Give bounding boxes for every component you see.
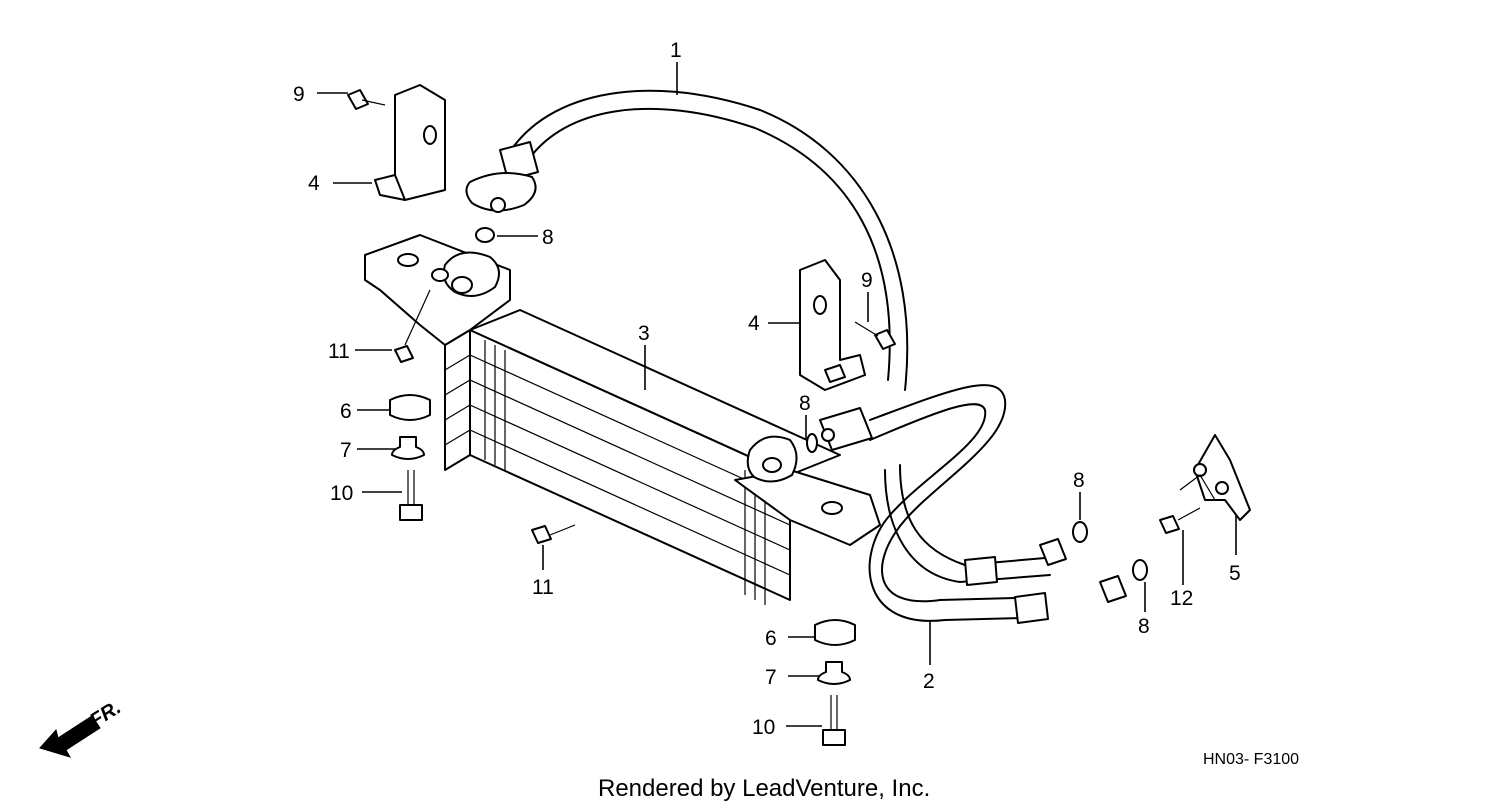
callout-12: 12 xyxy=(1170,587,1193,610)
grommet-6-left xyxy=(389,394,431,421)
diagram-code: HN03- F3100 xyxy=(1203,751,1299,768)
leader-lines xyxy=(317,62,1237,727)
callout-10-right: 10 xyxy=(752,716,775,739)
callout-11-lower: 11 xyxy=(532,576,554,599)
collar-7-left xyxy=(391,436,425,460)
callout-10-left: 10 xyxy=(330,482,353,505)
washer-8-mid xyxy=(806,433,818,453)
washer-8-right-a xyxy=(1072,521,1088,543)
callout-4-right: 4 xyxy=(748,312,760,335)
oil-hose-upper xyxy=(465,89,909,391)
bolt-12 xyxy=(1159,507,1201,534)
washer-8-right-b xyxy=(1132,559,1148,581)
callout-9-right: 9 xyxy=(861,269,873,292)
oil-hose-lower xyxy=(819,384,1127,624)
callout-8-right-b: 8 xyxy=(1138,615,1150,638)
render-credit: Rendered by LeadVenture, Inc. xyxy=(598,775,930,802)
callout-4-left: 4 xyxy=(308,172,320,195)
callout-8-upper: 8 xyxy=(542,226,554,249)
callout-6-left: 6 xyxy=(340,400,352,423)
bolt-10-right xyxy=(822,695,846,746)
bracket-left xyxy=(374,84,446,201)
callout-2: 2 xyxy=(923,670,935,693)
cooler-left-flange xyxy=(364,234,511,346)
callout-3: 3 xyxy=(638,322,650,345)
callout-8-right-a: 8 xyxy=(1073,469,1085,492)
bolt-9-right xyxy=(854,321,896,350)
callout-7-left: 7 xyxy=(340,439,352,462)
collar-7-right xyxy=(817,661,851,685)
callout-11-left: 11 xyxy=(328,340,350,363)
hose-clamp xyxy=(1179,434,1251,521)
oil-cooler-core xyxy=(444,309,841,605)
grommet-6-right xyxy=(814,619,856,646)
callout-9-upper: 9 xyxy=(293,83,305,106)
callout-8-mid: 8 xyxy=(799,392,811,415)
bolt-11-left xyxy=(394,289,431,363)
bracket-right xyxy=(799,259,866,391)
bolt-9-upper xyxy=(347,89,386,110)
bolt-11-lower xyxy=(531,524,576,544)
callout-1: 1 xyxy=(670,39,682,62)
bolt-10-left xyxy=(399,470,423,521)
callout-5: 5 xyxy=(1229,562,1241,585)
callout-7-right: 7 xyxy=(765,666,777,689)
front-direction-arrow: FR. xyxy=(39,697,125,758)
callout-6-right: 6 xyxy=(765,627,777,650)
cooler-right-flange xyxy=(734,435,881,546)
washer-8-upper xyxy=(475,227,495,243)
